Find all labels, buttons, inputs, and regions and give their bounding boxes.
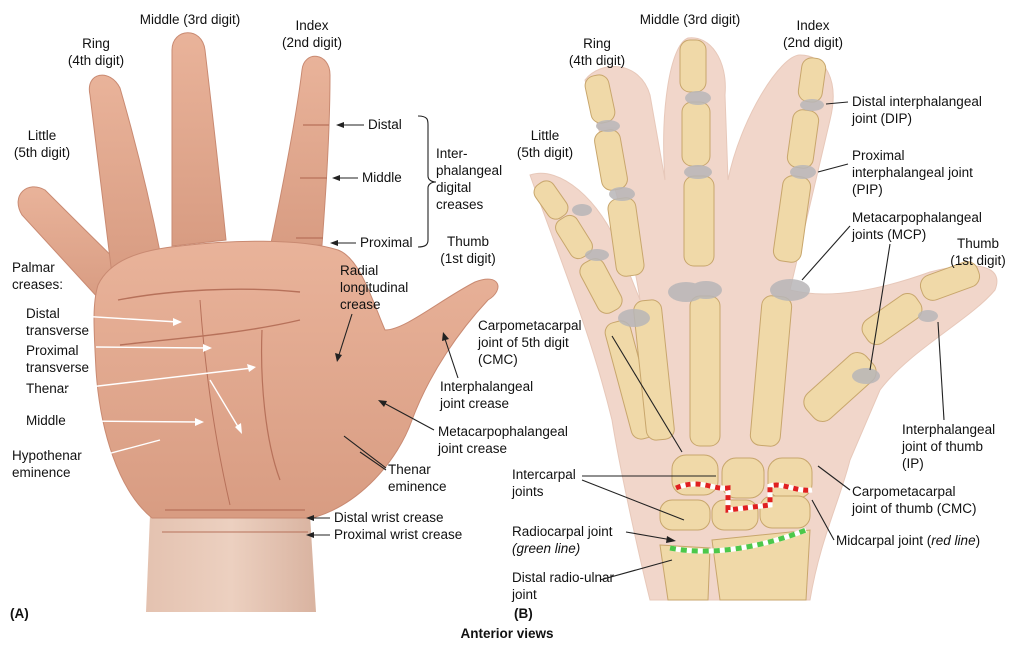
panel-a-tag: (A): [10, 606, 29, 621]
b-index-label: Index(2nd digit): [783, 18, 843, 50]
panel-a-hand: [18, 33, 498, 612]
b-radiocarpal-label: Radiocarpal joint(green line): [512, 524, 613, 556]
a-ip-middle-label: Middle: [362, 170, 402, 185]
b-thumb-label: Thumb(1st digit): [950, 236, 1006, 268]
b-middle-label: Middle (3rd digit): [640, 12, 741, 27]
a-thumb-label: Thumb(1st digit): [440, 234, 496, 266]
a-distal-wrist-crease-label: Distal wrist crease: [334, 510, 444, 525]
index-finger: [270, 56, 330, 248]
b-midcarpal-label: Midcarpal joint (red line): [836, 533, 980, 548]
panel-b-tag: (B): [514, 606, 533, 621]
middle-finger: [172, 33, 226, 246]
a-index-label: Index(2nd digit): [282, 18, 342, 50]
a-ip-distal-label: Distal: [368, 117, 402, 132]
a-proximal-wrist-crease-label: Proximal wrist crease: [334, 527, 462, 542]
a-middle-label: Middle (3rd digit): [140, 12, 241, 27]
a-middle-crease-label: Middle: [26, 413, 66, 428]
figure-caption: Anterior views: [460, 626, 553, 641]
a-ring-label: Ring(4th digit): [68, 36, 124, 68]
b-ring-label: Ring(4th digit): [569, 36, 625, 68]
a-thenar-label: Thenar: [26, 381, 69, 396]
b-little-label: Little(5th digit): [517, 128, 573, 160]
a-little-label: Little(5th digit): [14, 128, 70, 160]
a-ip-proximal-label: Proximal: [360, 235, 413, 250]
